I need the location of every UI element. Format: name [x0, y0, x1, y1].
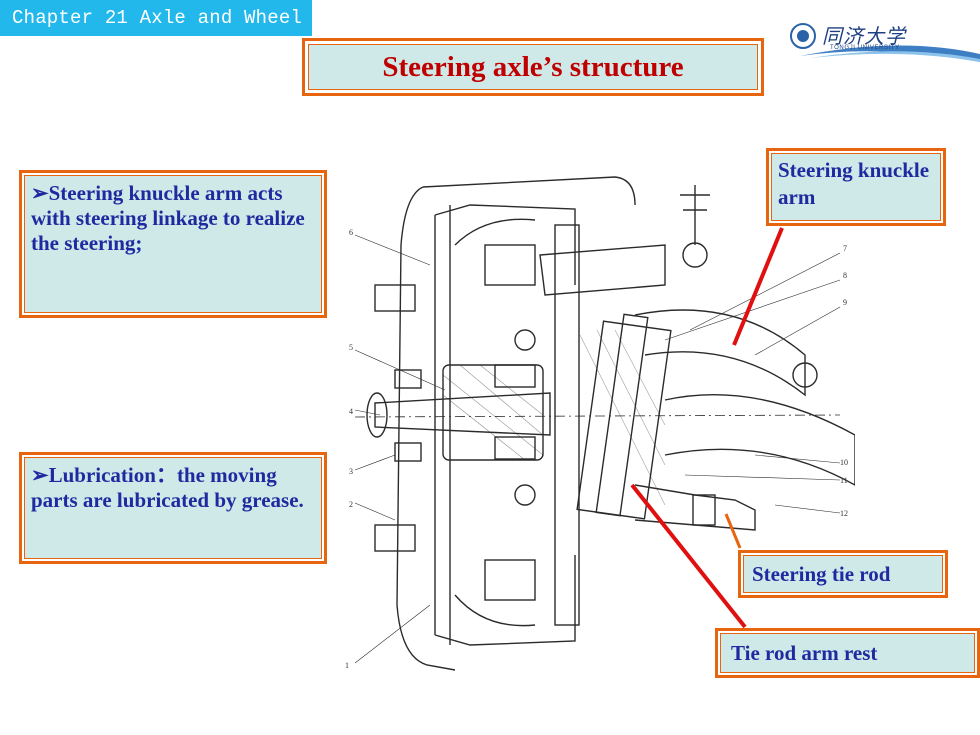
ball-joint-stem [680, 185, 710, 245]
chapter-header: Chapter 21 Axle and Wheel [0, 0, 313, 36]
wheel-rim-outline [396, 176, 636, 671]
part-number-12: 12 [840, 509, 848, 518]
ball-joint-top [682, 242, 708, 268]
knuckle-arm-note: ➢Steering knuckle arm acts with steering… [19, 170, 327, 318]
bolt-upper [374, 284, 416, 312]
centerline [354, 414, 841, 418]
part-number-11: 11 [840, 476, 848, 485]
brake-shoe-top [454, 218, 536, 246]
part-number-7: 7 [843, 244, 847, 253]
knuckle-arm [634, 309, 806, 397]
steering-axle-drawing: 6 5 4 3 2 1 7 8 9 10 11 12 [345, 176, 855, 671]
axle-spindle [374, 392, 551, 436]
brake-shoe-bottom [454, 594, 536, 627]
brake-drum-outline [434, 204, 576, 646]
adjuster-upper [514, 329, 536, 351]
university-logo: 同济大学 TONGJI UNIVERSITY [790, 18, 980, 62]
grease-fitting [792, 362, 818, 388]
knuckle-upper-arm [539, 244, 666, 296]
part-number-10: 10 [840, 458, 848, 467]
lubrication-note-text: ➢Lubrication：the moving parts are lubric… [24, 457, 322, 559]
tie-rod-label: Steering tie rod [738, 550, 948, 598]
wheel-cylinder-top [484, 244, 536, 286]
tie-rod-label-text: Steering tie rod [743, 555, 943, 593]
bearing-outer [494, 364, 536, 388]
knuckle-arm-note-text: ➢Steering knuckle arm acts with steering… [24, 175, 322, 313]
part-number-5: 5 [349, 343, 353, 352]
part-number-4: 4 [349, 407, 353, 416]
knuckle-arm-label-text: Steering knuckle arm [771, 153, 941, 221]
bearing-small-bottom [394, 442, 422, 462]
tie-rod-end [634, 484, 756, 531]
part-number-1: 1 [345, 661, 349, 670]
hub-body [442, 364, 544, 461]
lubrication-note: ➢Lubrication：the moving parts are lubric… [19, 452, 327, 564]
part-number-9: 9 [843, 298, 847, 307]
logo-chinese-name: 同济大学 [822, 24, 906, 48]
part-number-8: 8 [843, 271, 847, 280]
arm-rest-label-text: Tie rod arm rest [720, 633, 975, 673]
backing-plate [554, 224, 580, 626]
kingpin [595, 313, 649, 517]
university-seal-icon [790, 23, 816, 49]
tie-rod-clamp [692, 494, 716, 526]
wheel-cylinder-bottom [484, 559, 536, 601]
bearing-inner [494, 436, 536, 460]
part-number-6: 6 [349, 228, 353, 237]
axle-beam [664, 393, 855, 486]
knuckle-arm-label: Steering knuckle arm [766, 148, 946, 226]
bolt-lower [374, 524, 416, 552]
logo-swoosh-icon [800, 45, 980, 62]
part-number-3: 3 [349, 467, 353, 476]
spindle-nut [366, 392, 388, 438]
slide-title: Steering axle’s structure [308, 44, 758, 90]
logo-english-name: TONGJI UNIVERSITY [830, 45, 900, 51]
adjuster-lower [514, 484, 536, 506]
slide-title-box: Steering axle’s structure [302, 38, 764, 96]
arm-rest-label: Tie rod arm rest [715, 628, 980, 678]
part-number-2: 2 [349, 500, 353, 509]
bearing-small-top [394, 369, 422, 389]
